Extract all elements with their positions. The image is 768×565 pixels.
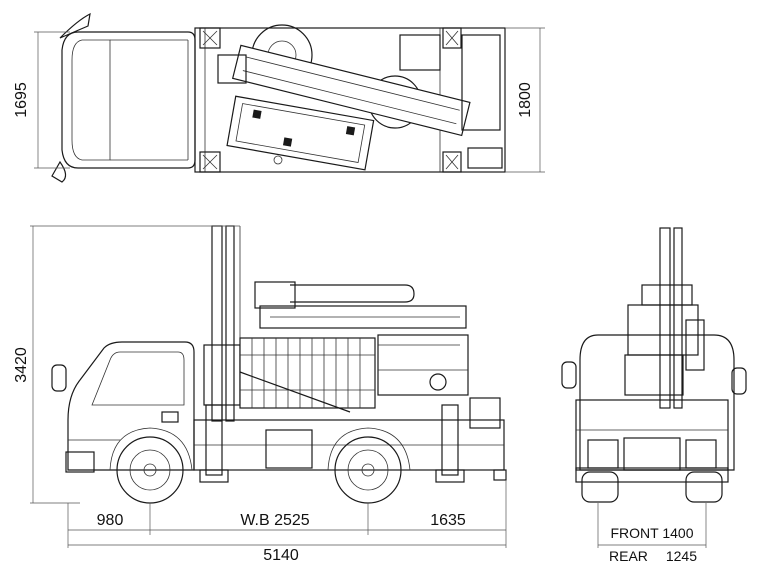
dim-front-tread: FRONT 1400 [611,525,694,541]
top-view [34,12,545,183]
dim-rear-tread-label: REAR [609,548,648,564]
dim-top-width: 1695 [13,82,30,118]
dim-top-body-width: 1800 [517,82,534,118]
dim-rear-tread-value: 1245 [666,548,697,564]
side-view [30,225,507,548]
dim-front-overhang: 980 [97,512,124,529]
dim-height: 3420 [13,347,30,383]
rear-view [561,227,747,548]
dim-rear-overhang: 1635 [430,512,466,529]
dim-wheelbase: W.B 2525 [240,512,309,529]
dim-overall-length: 5140 [263,547,299,564]
